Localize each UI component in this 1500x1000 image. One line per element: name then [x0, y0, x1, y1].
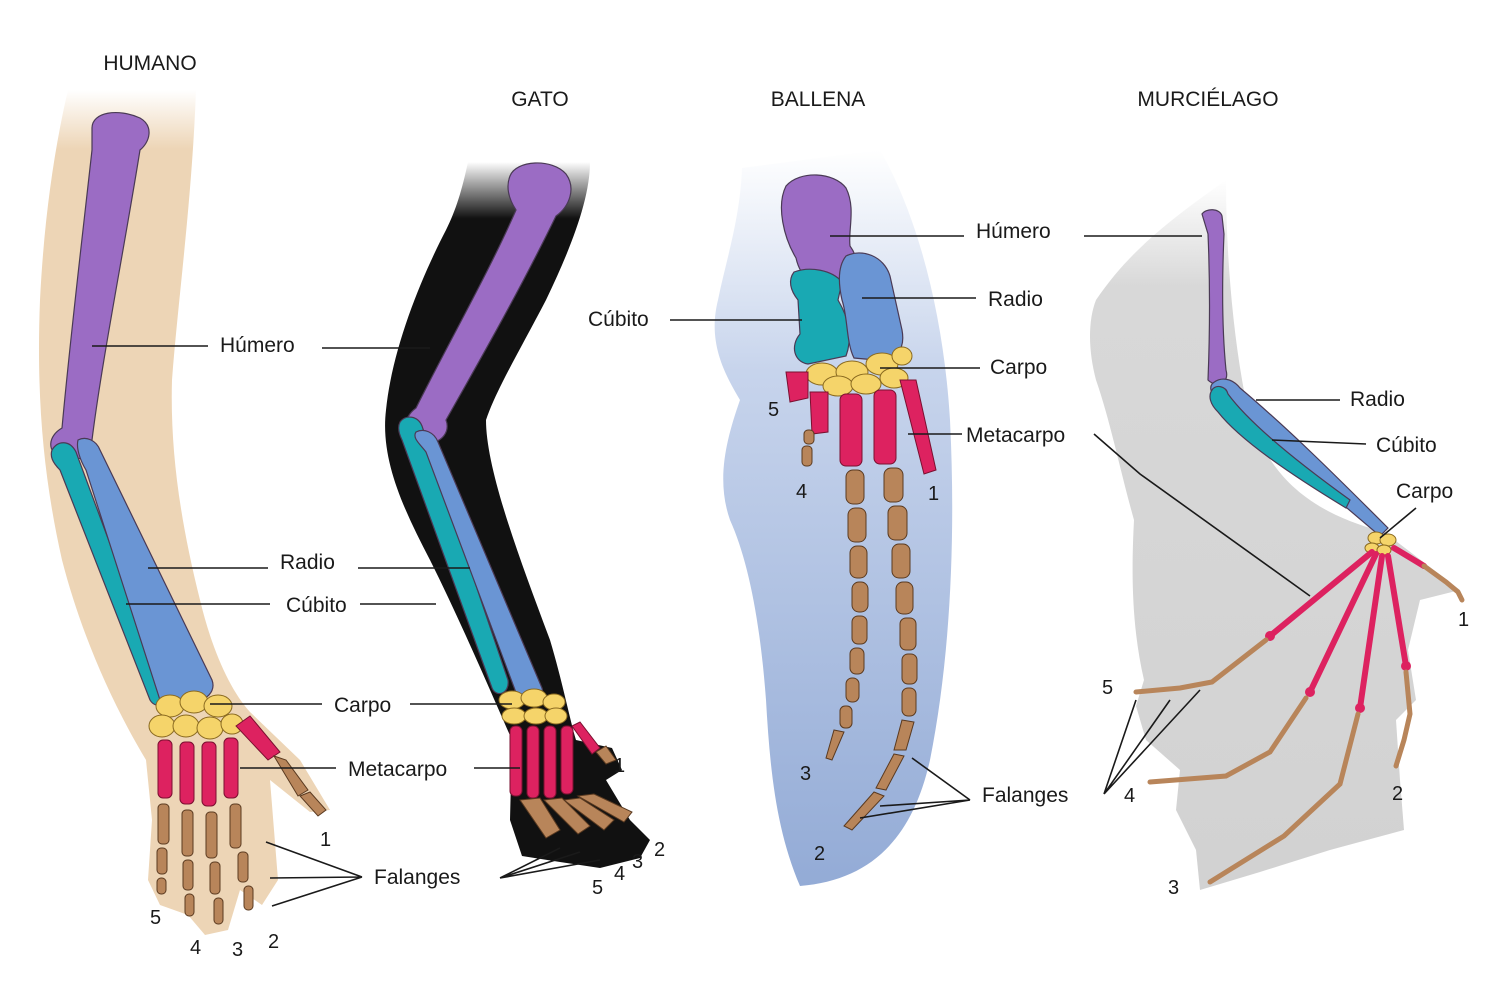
cat-title: GATO	[511, 88, 569, 111]
human-digit-4: 4	[190, 937, 201, 959]
human-title: HUMANO	[103, 52, 196, 75]
cat-digit-2: 2	[654, 839, 665, 861]
whale-metacarpals	[785, 371, 937, 475]
whale-carpals	[805, 346, 913, 397]
bat-ulna-label: Cúbito	[1376, 434, 1437, 457]
human-limb	[38, 90, 363, 935]
cat-ulna	[398, 416, 509, 695]
human-carpus-label: Carpo	[334, 694, 391, 717]
whale-digit-5: 5	[768, 399, 779, 421]
human-ulna-label: Cúbito	[286, 594, 347, 617]
human-radius-label: Radio	[280, 551, 335, 574]
cat-digit-4: 4	[614, 863, 625, 885]
human-phalanges-label: Falanges	[374, 866, 460, 889]
whale-ulna	[789, 268, 850, 365]
human-humerus-label: Húmero	[220, 334, 295, 357]
cat-limb	[322, 162, 650, 879]
labels: HUMANO Húmero Radio Cúbito Carpo Metacar…	[103, 52, 1469, 961]
whale-limb	[670, 150, 980, 886]
human-phalanges	[156, 755, 327, 925]
bat-digit-5: 5	[1102, 677, 1113, 699]
whale-phalanges-label: Falanges	[982, 784, 1068, 807]
human-digit-3: 3	[232, 939, 243, 961]
cat-carpals	[498, 688, 568, 725]
human-carpals	[148, 690, 244, 740]
bat-ulna	[1209, 385, 1351, 509]
bat-radius-label: Radio	[1350, 388, 1405, 411]
bat-wing-membrane	[1090, 180, 1460, 890]
whale-digit-3: 3	[800, 763, 811, 785]
whale-digit-1: 1	[928, 483, 939, 505]
bat-limb	[1084, 180, 1465, 890]
cat-digit-3: 3	[632, 851, 643, 873]
whale-phalanges	[801, 429, 918, 831]
human-metacarpals	[157, 715, 281, 807]
human-digit-1: 1	[320, 829, 331, 851]
cat-humerus	[405, 162, 572, 445]
human-metacarpus-label: Metacarpo	[348, 758, 447, 781]
bat-digit-2: 2	[1392, 783, 1403, 805]
cat-digit-5: 5	[592, 877, 603, 899]
cat-phalanges	[519, 745, 633, 839]
bat-carpus-label: Carpo	[1396, 480, 1453, 503]
bat-digit-3: 3	[1168, 877, 1179, 899]
whale-ulna-label: Cúbito	[588, 308, 649, 331]
human-digit-2: 2	[268, 931, 279, 953]
cat-metacarpals	[509, 721, 601, 799]
bat-digit-1: 1	[1458, 609, 1469, 631]
human-digit-5: 5	[150, 907, 161, 929]
whale-digit-4: 4	[796, 481, 807, 503]
whale-digit-2: 2	[814, 843, 825, 865]
bat-metacarpals	[1267, 545, 1427, 711]
bat-title: MURCIÉLAGO	[1137, 88, 1278, 111]
bat-humerus	[1201, 209, 1228, 385]
whale-radius-label: Radio	[988, 288, 1043, 311]
cat-digit-1: 1	[614, 755, 625, 777]
bat-phalanges	[1133, 563, 1465, 885]
bat-carpals	[1364, 531, 1397, 556]
whale-title: BALLENA	[771, 88, 866, 111]
whale-humerus-label: Húmero	[976, 220, 1051, 243]
whale-carpus-label: Carpo	[990, 356, 1047, 379]
whale-metacarpus-label: Metacarpo	[966, 424, 1065, 447]
bat-digit-4: 4	[1124, 785, 1135, 807]
